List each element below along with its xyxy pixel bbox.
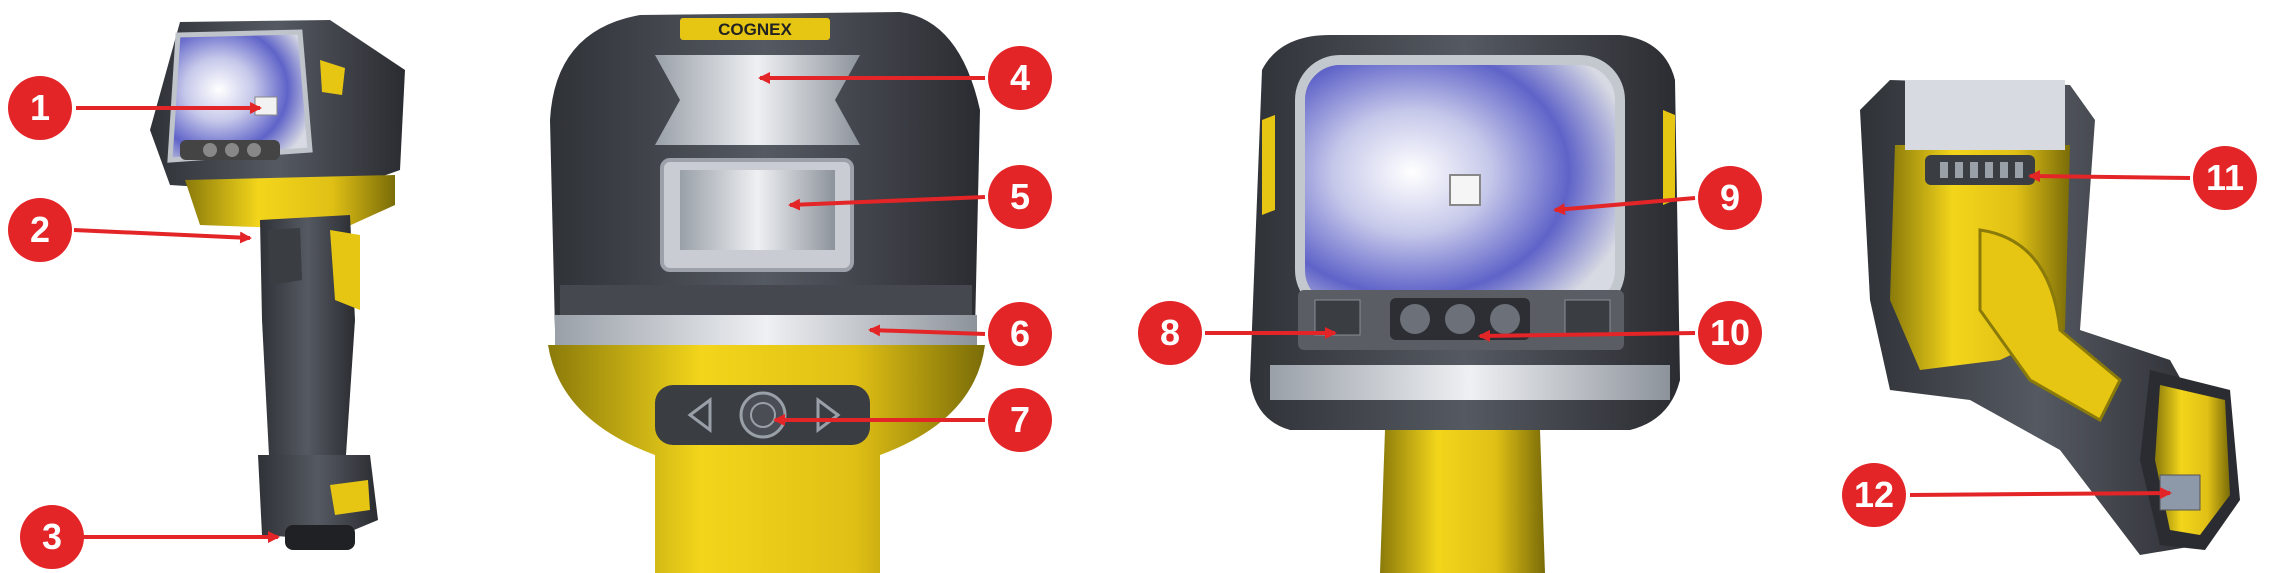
brand-logo-text: COGNEX xyxy=(718,20,792,39)
callout-7: 7 xyxy=(988,388,1052,452)
arrow-5 xyxy=(788,195,986,211)
callout-arrows xyxy=(73,72,2191,543)
callout-9: 9 xyxy=(1698,166,1762,230)
callout-8: 8 xyxy=(1138,301,1202,365)
callout-2: 2 xyxy=(8,198,72,262)
arrow-12 xyxy=(1909,487,2172,500)
callout-1: 1 xyxy=(8,76,72,140)
scanner-side-view xyxy=(150,20,405,550)
arrow-9 xyxy=(1553,196,1696,216)
arrow-11 xyxy=(2028,170,2191,183)
callout-4: 4 xyxy=(988,46,1052,110)
callout-11: 11 xyxy=(2193,146,2257,210)
scanner-rear-view xyxy=(1860,80,2240,555)
arrow-10 xyxy=(1478,329,1696,342)
callout-5: 5 xyxy=(988,165,1052,229)
arrow-2 xyxy=(73,228,252,244)
arrow-6 xyxy=(868,324,986,337)
callout-12: 12 xyxy=(1842,463,1906,527)
callout-3: 3 xyxy=(20,505,84,569)
callout-6: 6 xyxy=(988,302,1052,366)
callout-10: 10 xyxy=(1698,301,1762,365)
scanner-front-view xyxy=(1250,35,1680,573)
scanner-top-view: COGNEX xyxy=(548,12,985,573)
